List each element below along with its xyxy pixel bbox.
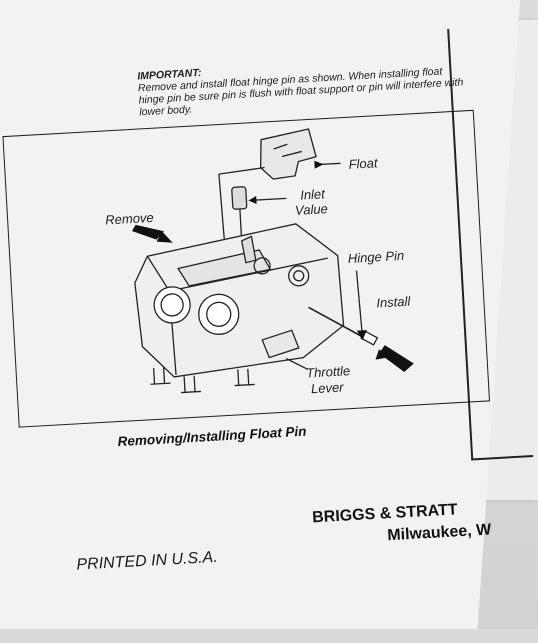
inlet-valve-part xyxy=(231,186,248,210)
float-part xyxy=(259,128,317,180)
label-install: Install xyxy=(375,293,411,311)
remove-arrow xyxy=(131,224,165,240)
install-arrow xyxy=(379,345,414,373)
label-float: Float xyxy=(348,155,378,172)
label-throttle-line2: Lever xyxy=(310,379,344,397)
label-inlet-line2: Value xyxy=(294,201,329,218)
label-remove: Remove xyxy=(104,209,155,228)
hinge-pin-arrow xyxy=(356,330,367,341)
label-throttle-line1: Throttle xyxy=(305,363,351,381)
label-hinge-pin: Hinge Pin xyxy=(347,247,405,267)
label-inlet-line1: Inlet xyxy=(299,186,326,203)
